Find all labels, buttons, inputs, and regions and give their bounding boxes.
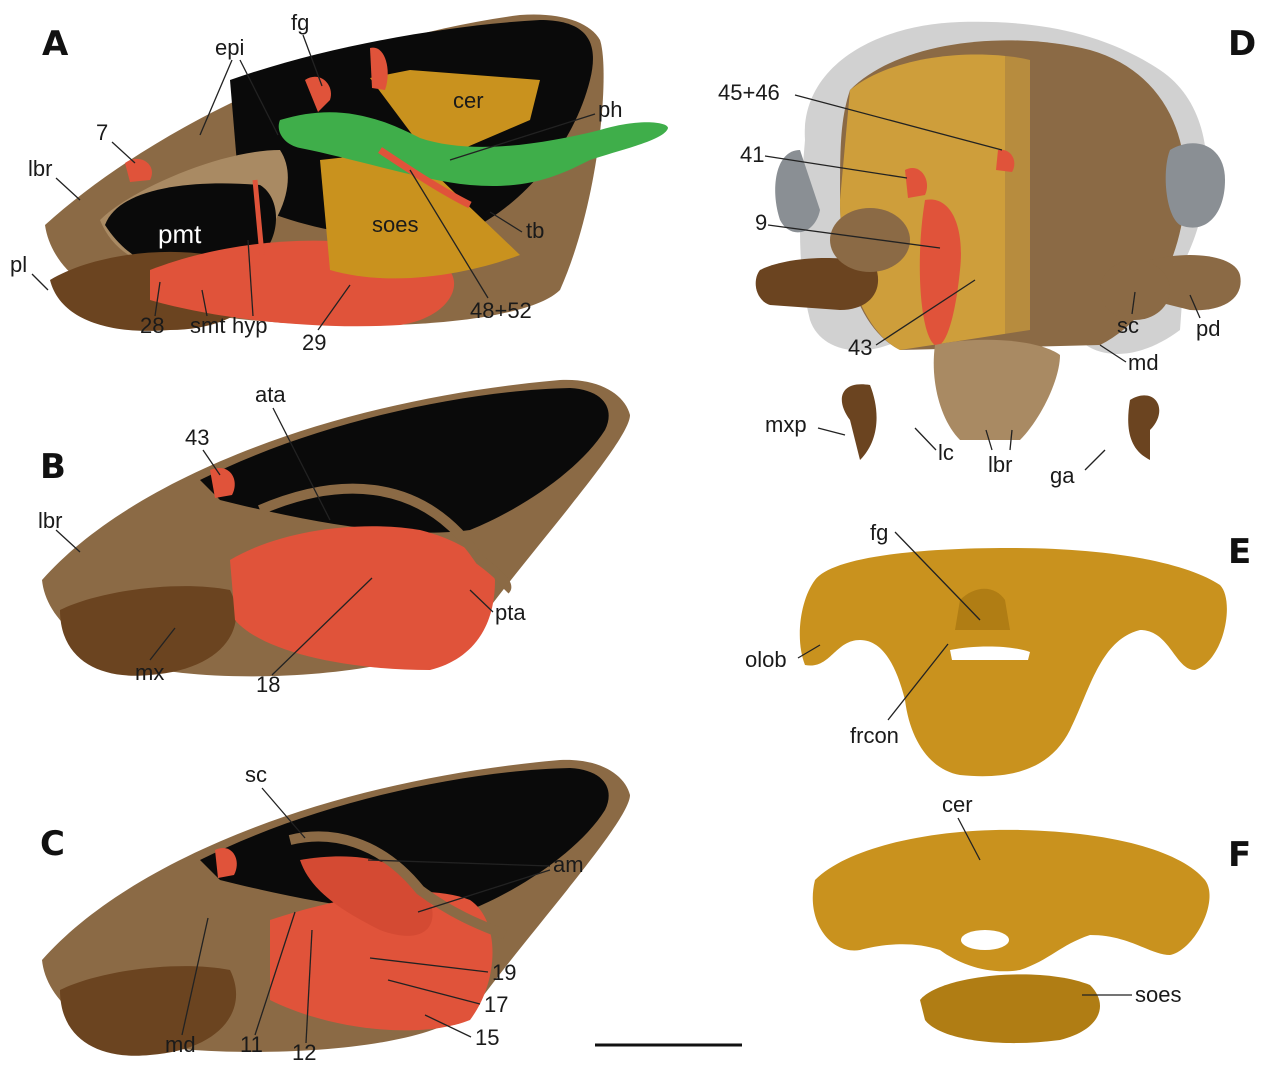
label-19: 19 xyxy=(492,960,516,985)
panel-e: E fg olob frcon xyxy=(745,520,1251,776)
label-45-46: 45+46 xyxy=(718,80,780,105)
label-fg: fg xyxy=(291,10,309,35)
label-7: 7 xyxy=(96,120,108,145)
label-epi: epi xyxy=(215,35,244,60)
label-soes: soes xyxy=(372,212,418,237)
panel-c: C sc am md 11 12 19 17 15 xyxy=(40,760,742,1065)
panel-letter-d: D xyxy=(1228,24,1256,64)
label-tb: tb xyxy=(526,218,544,243)
label-lbr-d: lbr xyxy=(988,452,1012,477)
label-17: 17 xyxy=(484,992,508,1017)
label-mxp: mxp xyxy=(765,412,807,437)
label-9: 9 xyxy=(755,210,767,235)
label-pd: pd xyxy=(1196,316,1220,341)
label-pmt: pmt xyxy=(158,219,202,249)
label-lbr-a: lbr xyxy=(28,156,52,181)
label-olob: olob xyxy=(745,647,787,672)
label-29: 29 xyxy=(302,330,326,355)
label-12: 12 xyxy=(292,1040,316,1065)
label-43-d: 43 xyxy=(848,335,872,360)
label-lc: lc xyxy=(938,440,954,465)
label-smt: smt xyxy=(190,313,225,338)
panel-letter-a: A xyxy=(42,24,69,64)
panel-letter-b: B xyxy=(40,447,66,487)
label-md-c: md xyxy=(165,1032,196,1057)
label-hyp: hyp xyxy=(232,313,267,338)
label-pta: pta xyxy=(495,600,526,625)
label-mx: mx xyxy=(135,660,164,685)
label-ph: ph xyxy=(598,97,622,122)
panel-d: D 45+46 41 9 43 sc pd md mxp lc lbr ga xyxy=(718,22,1256,488)
panel-letter-e: E xyxy=(1228,532,1251,572)
label-fg-e: fg xyxy=(870,520,888,545)
label-md-d: md xyxy=(1128,350,1159,375)
label-am: am xyxy=(553,852,584,877)
label-sc-d: sc xyxy=(1117,313,1139,338)
panel-f: F cer soes xyxy=(813,792,1251,1043)
panel-a: A epi fg cer ph 7 lbr pmt soes tb pl 28 … xyxy=(10,10,668,355)
label-ga: ga xyxy=(1050,463,1075,488)
panel-letter-f: F xyxy=(1228,835,1251,875)
label-sc-c: sc xyxy=(245,762,267,787)
label-11: 11 xyxy=(240,1032,263,1057)
label-43-b: 43 xyxy=(185,425,209,450)
label-frcon: frcon xyxy=(850,723,899,748)
label-cer: cer xyxy=(453,88,484,113)
label-pl: pl xyxy=(10,252,27,277)
label-41: 41 xyxy=(740,142,764,167)
panel-letter-c: C xyxy=(40,824,65,864)
label-lbr-b: lbr xyxy=(38,508,62,533)
label-18: 18 xyxy=(256,672,280,697)
label-15: 15 xyxy=(475,1025,499,1050)
label-28: 28 xyxy=(140,313,164,338)
label-cer-f: cer xyxy=(942,792,973,817)
label-ata: ata xyxy=(255,382,286,407)
label-48-52: 48+52 xyxy=(470,298,532,323)
label-soes-f: soes xyxy=(1135,982,1181,1007)
panel-b: B ata 43 lbr pta mx 18 xyxy=(38,380,630,697)
